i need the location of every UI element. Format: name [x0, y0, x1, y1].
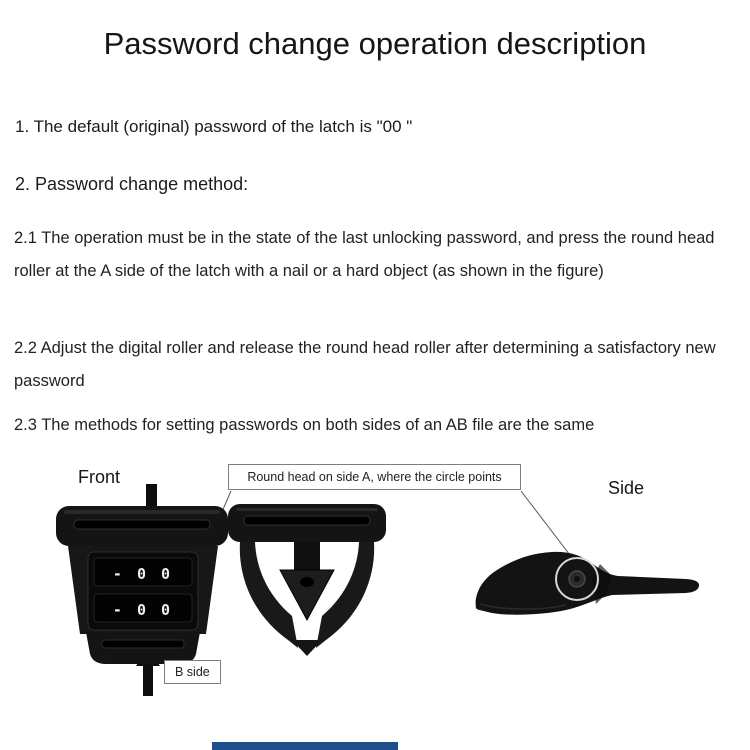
dial-row-1: - 0 0	[113, 565, 173, 583]
front-label: Front	[78, 467, 121, 487]
side-label: Side	[608, 478, 645, 498]
instruction-2-3: 2.3 The methods for setting passwords on…	[14, 416, 595, 434]
instruction-2-2: 2.2 Adjust the digital roller and releas…	[14, 339, 716, 390]
connector-line-right	[520, 490, 574, 560]
instruction-2-heading: 2. Password change method:	[15, 174, 249, 194]
callout-box: Round head on side A, where the circle p…	[228, 464, 521, 490]
front-buckle-illustration: - 0 0 - 0 0	[56, 506, 228, 664]
back-buckle-illustration	[228, 504, 386, 656]
b-side-label: B side	[164, 660, 221, 684]
footer-banner-edge	[212, 742, 398, 750]
side-buckle-illustration	[475, 551, 700, 615]
page-title: Password change operation description	[103, 26, 647, 61]
dial-row-2: - 0 0	[113, 601, 173, 619]
instruction-2-1: 2.1 The operation must be in the state o…	[14, 229, 715, 280]
buckle-diagram: - 0 0 - 0 0	[56, 484, 700, 696]
highlight-circle	[555, 557, 599, 601]
instruction-1: 1. The default (original) password of th…	[15, 117, 413, 136]
